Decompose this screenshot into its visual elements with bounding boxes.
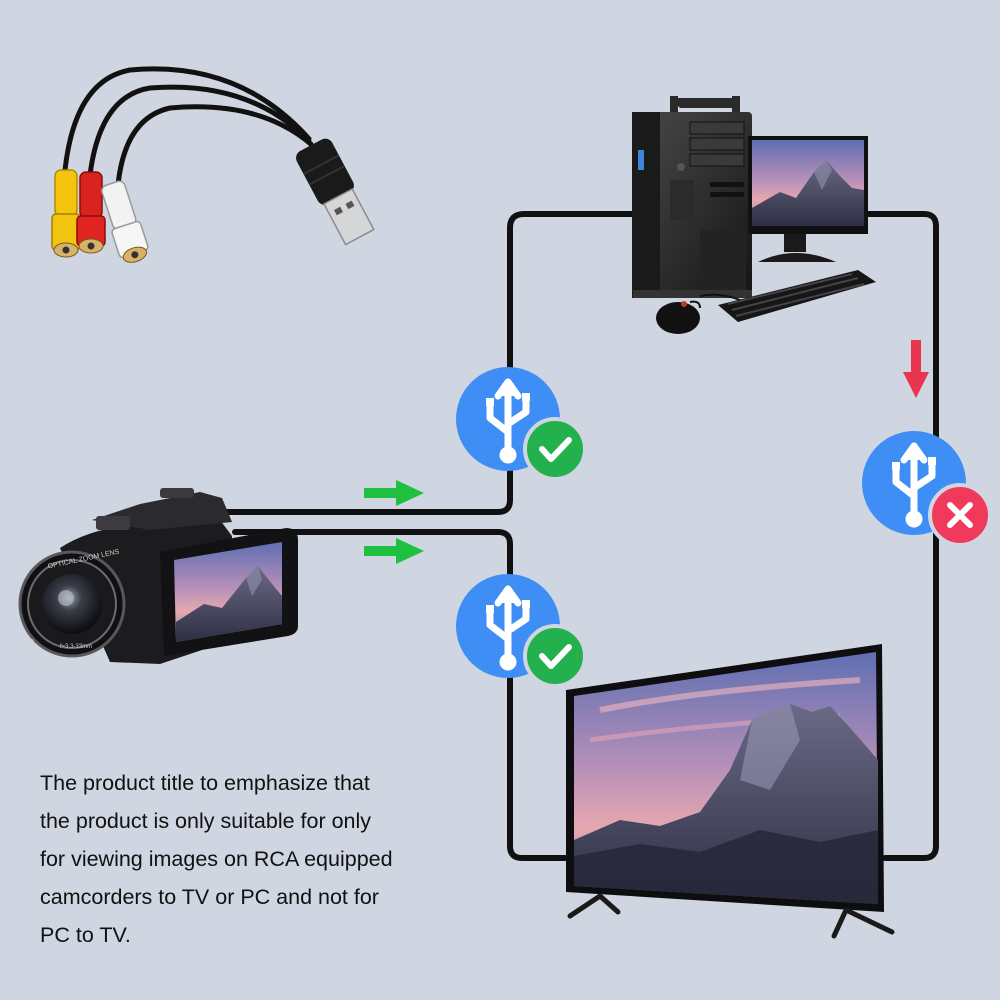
caption-line: the product is only suitable for only (40, 809, 372, 833)
rca-usb-cable (51, 66, 375, 263)
caption-line: The product title to emphasize that (40, 771, 370, 795)
green-arrow-upper (364, 480, 424, 506)
rca-plug-yellow (51, 169, 81, 258)
cross-icon (947, 502, 973, 528)
caption-text: The product title to emphasize that the … (40, 764, 460, 954)
caption-line: for viewing images on RCA equipped (40, 847, 393, 871)
usb-icon (486, 585, 530, 671)
pc-tower (632, 96, 752, 298)
lens-text-bottom: f=3.3-33mm (60, 644, 92, 650)
pc-monitor (748, 136, 868, 262)
check-icon (539, 437, 572, 462)
television (566, 644, 895, 939)
caption-line: camcorders to TV or PC and not for (40, 885, 379, 909)
check-icon (539, 644, 572, 669)
usb-icon (486, 378, 530, 464)
usb-a-plug (296, 138, 375, 246)
camcorder: OPTICAL ZOOM LENS F3.2-3.7 f=3.3-33mm (18, 488, 298, 664)
pc-keyboard (699, 270, 876, 322)
pc-mouse (656, 300, 701, 334)
usb-badge-lower-ok (456, 574, 587, 688)
desktop-pc (632, 96, 876, 334)
rca-plug-red (76, 171, 106, 254)
red-arrow-down (903, 340, 929, 398)
caption-line: PC to TV. (40, 923, 131, 947)
green-arrow-lower (364, 538, 424, 564)
usb-badge-right-error (862, 431, 992, 547)
usb-badge-upper-ok (456, 367, 587, 481)
usb-icon (892, 442, 936, 528)
rca-plug-white (101, 180, 149, 263)
cable-camera-to-tv (232, 529, 571, 861)
